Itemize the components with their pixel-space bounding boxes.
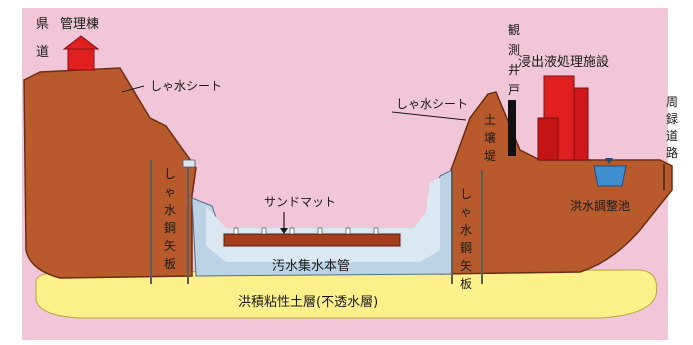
sand-mat-marker [373, 227, 379, 235]
label-embankment: 土壌堤 [484, 113, 496, 163]
sand-mat-marker [261, 227, 267, 235]
label-liner-sheet-left: しゃ水シート [150, 79, 222, 93]
label-prefectural-road: 県 道 [36, 17, 53, 60]
label-cutoff-sheet-pile-left: しゃ水鋼矢板 [164, 167, 176, 271]
sand-mat-marker [317, 227, 323, 235]
label-sand-mat: サンドマット [264, 195, 336, 209]
sand-mat-marker [345, 227, 351, 235]
label-liner-sheet-right: しゃ水シート [396, 97, 468, 111]
label-flood-pond: 洪水調整池 [570, 198, 630, 213]
flood-pond [593, 165, 627, 187]
leachate-treatment-facility [537, 75, 589, 161]
observation-well [508, 100, 516, 156]
management-building [62, 35, 100, 71]
label-management-building: 管理棟 [60, 17, 99, 32]
label-cutoff-sheet-pile-right: しゃ水鋼矢板 [460, 187, 472, 291]
sand-mat-marker [289, 227, 295, 235]
water-level-icon [605, 158, 613, 164]
liner-arrow-right [391, 111, 467, 121]
label-clay-layer: 洪積粘性土層(不透水層) [238, 295, 378, 310]
sand-mat-marker [233, 227, 239, 235]
left-embankment-soil [23, 67, 197, 279]
label-sewage-main-pipe: 汚水集水本管 [272, 258, 350, 274]
sand-mat [223, 233, 401, 247]
label-observation-well: 観測井戸 [508, 23, 520, 97]
sand-mat-arrowhead [280, 228, 288, 234]
label-leachate-facility: 浸出液処理施設 [518, 54, 609, 70]
liner-arrow-left [121, 85, 145, 93]
left-pile-cap [182, 159, 196, 168]
label-perimeter-road: 周録道路 [666, 95, 678, 160]
